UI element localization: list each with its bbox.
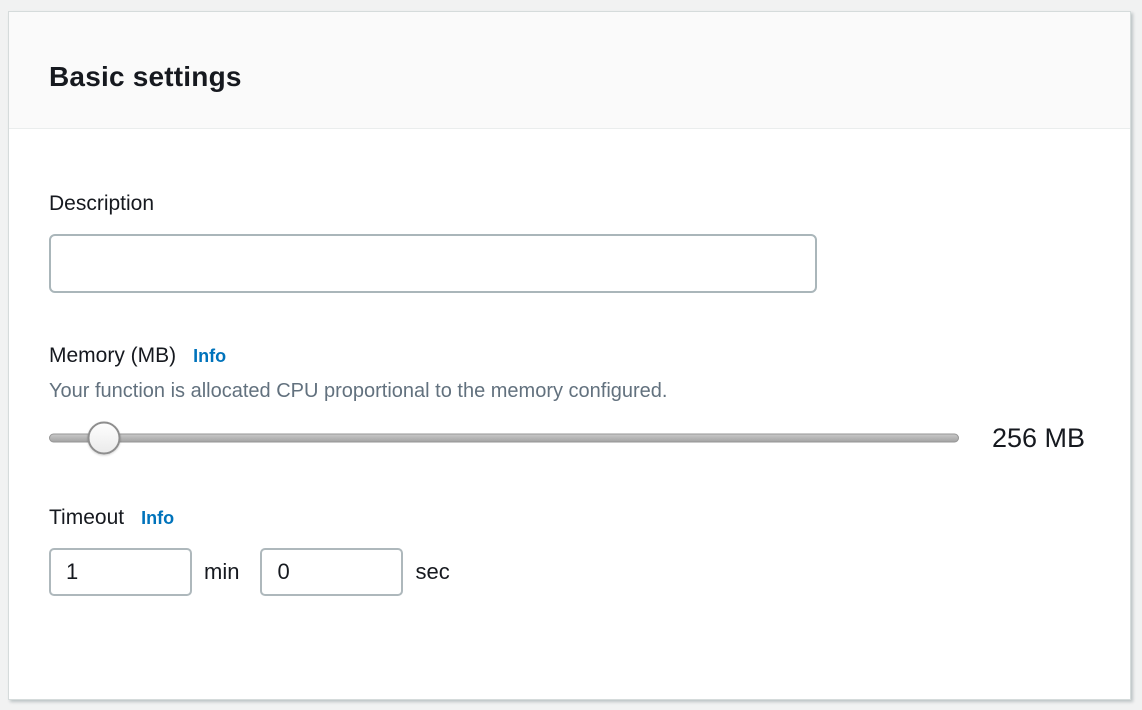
memory-slider[interactable] bbox=[49, 421, 959, 455]
timeout-field-group: Timeout Info min sec bbox=[49, 505, 1090, 596]
memory-slider-track[interactable] bbox=[49, 433, 959, 443]
timeout-label-row: Timeout Info bbox=[49, 505, 1090, 531]
memory-field-group: Memory (MB) Info Your function is alloca… bbox=[49, 343, 1090, 455]
memory-help-text: Your function is allocated CPU proportio… bbox=[49, 380, 668, 402]
timeout-info-link[interactable]: Info bbox=[141, 508, 175, 528]
memory-info-link[interactable]: Info bbox=[193, 346, 227, 366]
panel-header: Basic settings bbox=[9, 12, 1130, 129]
timeout-inputs-row: min sec bbox=[49, 548, 1090, 596]
memory-label-row: Memory (MB) Info bbox=[49, 343, 1090, 369]
memory-slider-thumb[interactable] bbox=[87, 421, 121, 455]
description-field-group: Description bbox=[49, 191, 1090, 293]
basic-settings-panel: Basic settings Description Memory (MB) I… bbox=[8, 11, 1131, 700]
memory-value: 256 MB bbox=[991, 422, 1085, 453]
timeout-minutes-unit-label: min bbox=[204, 559, 240, 584]
memory-slider-row: 256 MB bbox=[49, 421, 1090, 455]
timeout-seconds-input[interactable] bbox=[260, 548, 404, 596]
description-label: Description bbox=[49, 192, 155, 215]
panel-title: Basic settings bbox=[49, 61, 242, 92]
timeout-minutes-input[interactable] bbox=[49, 548, 192, 596]
description-input[interactable] bbox=[49, 234, 817, 293]
panel-content: Description Memory (MB) Info Your functi… bbox=[9, 191, 1130, 596]
memory-label: Memory (MB) bbox=[49, 344, 177, 367]
timeout-label: Timeout bbox=[49, 506, 125, 529]
timeout-seconds-unit-label: sec bbox=[415, 559, 450, 584]
